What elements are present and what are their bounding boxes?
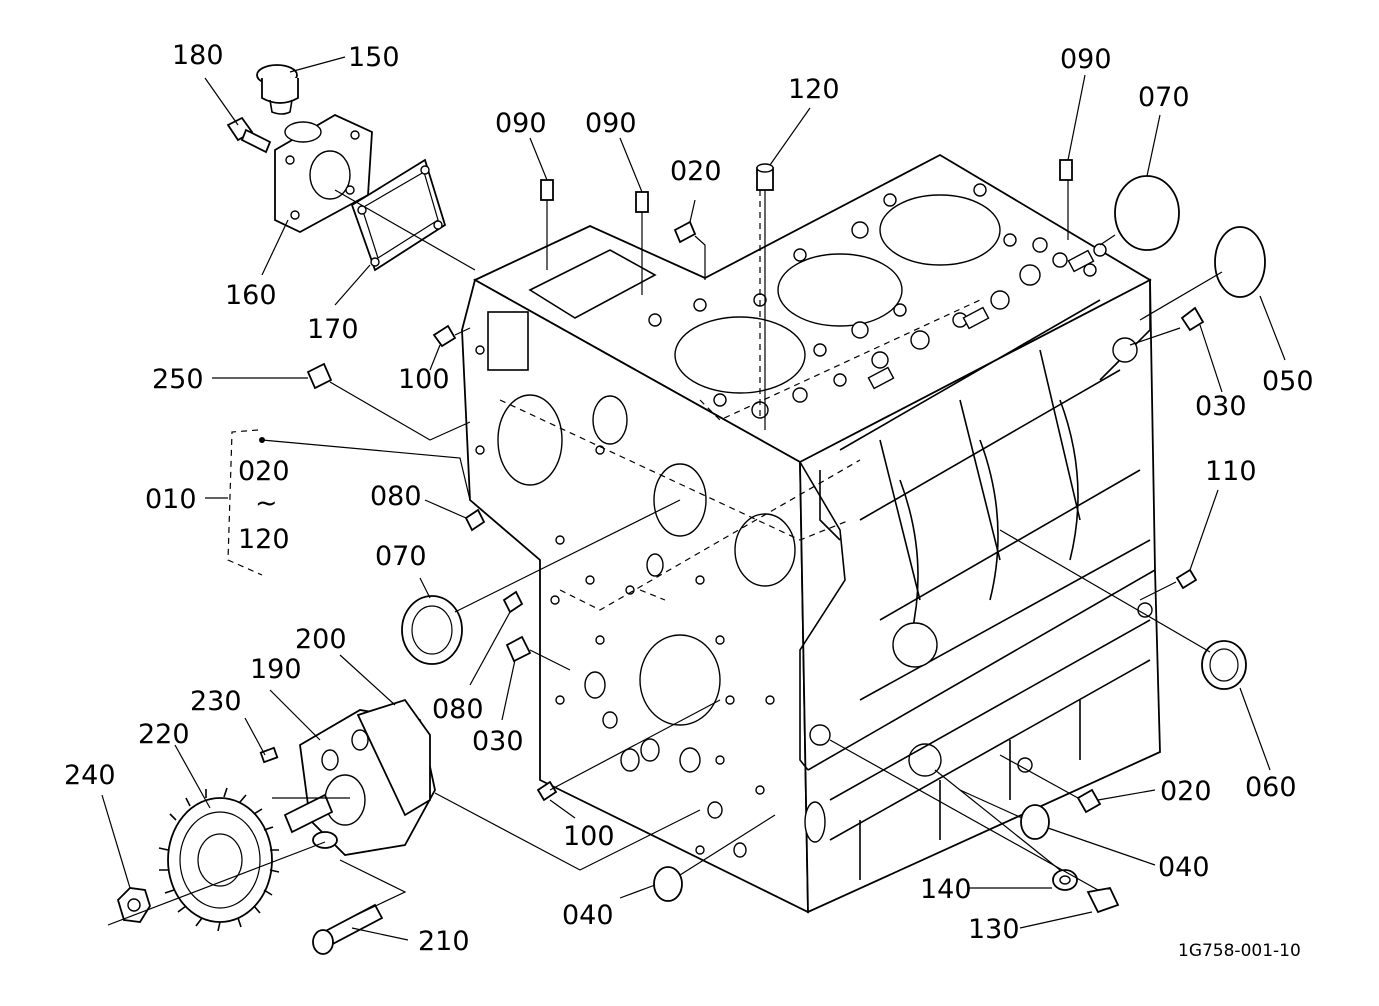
crankcase-ribs [804, 299, 1153, 880]
gear-220 [158, 787, 280, 932]
plug-050 [1214, 226, 1266, 298]
cylinder-bore-2 [777, 253, 903, 327]
callout-labels: 180 150 160 170 250 010 020 ~ 120 080 07… [64, 40, 1314, 961]
callout-090-middle: 090 [585, 108, 637, 139]
thermostat-group [226, 64, 447, 272]
block-deck-edge [819, 470, 841, 541]
plug-030-lower [505, 635, 532, 663]
key-230 [259, 746, 279, 764]
pin-090b [635, 191, 649, 213]
callout-040-lower: 040 [562, 900, 614, 931]
leader-lines [101, 56, 1286, 941]
gasket-170 [350, 158, 447, 272]
plug-020-top [673, 220, 697, 244]
plug-030-rear [1180, 306, 1205, 332]
callout-240: 240 [64, 760, 116, 791]
callout-120-pipe: 120 [788, 74, 840, 105]
pin-110 [1175, 568, 1198, 590]
callout-050: 050 [1262, 366, 1314, 397]
drain-plug-130 [1086, 886, 1120, 914]
cylinder-bore-3 [879, 194, 1001, 266]
front-port [487, 311, 529, 371]
callout-060: 060 [1245, 772, 1297, 803]
plug-020-lower [1076, 788, 1102, 814]
callout-040-right: 040 [1158, 852, 1210, 883]
callout-250: 250 [152, 364, 204, 395]
range-bracket [227, 429, 263, 576]
block-skirt-edge [799, 461, 846, 771]
left-face-holes [475, 345, 796, 858]
callout-090-right: 090 [1060, 44, 1112, 75]
pin-090a [540, 179, 554, 201]
callout-020-top: 020 [670, 156, 722, 187]
block-right-face [799, 278, 1161, 914]
callout-080-upper: 080 [370, 481, 422, 512]
callout-030-lower: 030 [472, 726, 524, 757]
small-parts [306, 159, 1266, 914]
callout-160: 160 [225, 280, 277, 311]
callout-080-lower: 080 [432, 694, 484, 725]
callout-100-lower: 100 [563, 821, 615, 852]
pin-090c [1059, 159, 1073, 181]
callout-030-rear: 030 [1195, 391, 1247, 422]
callout-020-lower: 020 [1160, 776, 1212, 807]
block-lower-edge [807, 569, 1156, 771]
plug-070-rear [1114, 175, 1180, 251]
oil-pump-group [116, 698, 436, 955]
seal-070-front [401, 595, 463, 665]
front-recess [528, 249, 657, 319]
seal-060 [1201, 640, 1247, 690]
plug-250 [306, 362, 333, 390]
cylinder-block [461, 153, 1161, 914]
callout-020-range-start: 020 [238, 456, 290, 487]
callout-110: 110 [1205, 456, 1257, 487]
drawing-code: 1G758-001-10 [1178, 941, 1301, 961]
callout-180: 180 [172, 40, 224, 71]
deck-holes [648, 183, 1107, 419]
callout-090-left: 090 [495, 108, 547, 139]
callout-120-range-end: 120 [238, 524, 290, 555]
pin-080-upper [464, 508, 486, 532]
pin-100-upper [432, 324, 457, 348]
callout-010: 010 [145, 484, 197, 515]
callout-190: 190 [250, 654, 302, 685]
pin-100-lower [536, 780, 558, 802]
callout-230: 230 [190, 686, 242, 717]
oil-pump-cover-200 [356, 698, 431, 817]
range-separator: ~ [255, 488, 278, 519]
pin-080-lower [502, 590, 524, 614]
callout-100-upper: 100 [398, 364, 450, 395]
callout-140: 140 [920, 874, 972, 905]
callout-070-rear: 070 [1138, 82, 1190, 113]
callout-200: 200 [295, 624, 347, 655]
callout-210: 210 [418, 926, 470, 957]
callout-220: 220 [138, 719, 190, 750]
range-dot [259, 437, 265, 443]
plug-040-right [1020, 804, 1050, 840]
callout-130: 130 [968, 914, 1020, 945]
callout-070-front: 070 [375, 541, 427, 572]
callout-150: 150 [348, 42, 400, 73]
callout-170: 170 [307, 314, 359, 345]
plug-040-lower [653, 866, 683, 902]
hidden-lines [499, 190, 981, 611]
cylinder-bore-1 [674, 316, 806, 394]
